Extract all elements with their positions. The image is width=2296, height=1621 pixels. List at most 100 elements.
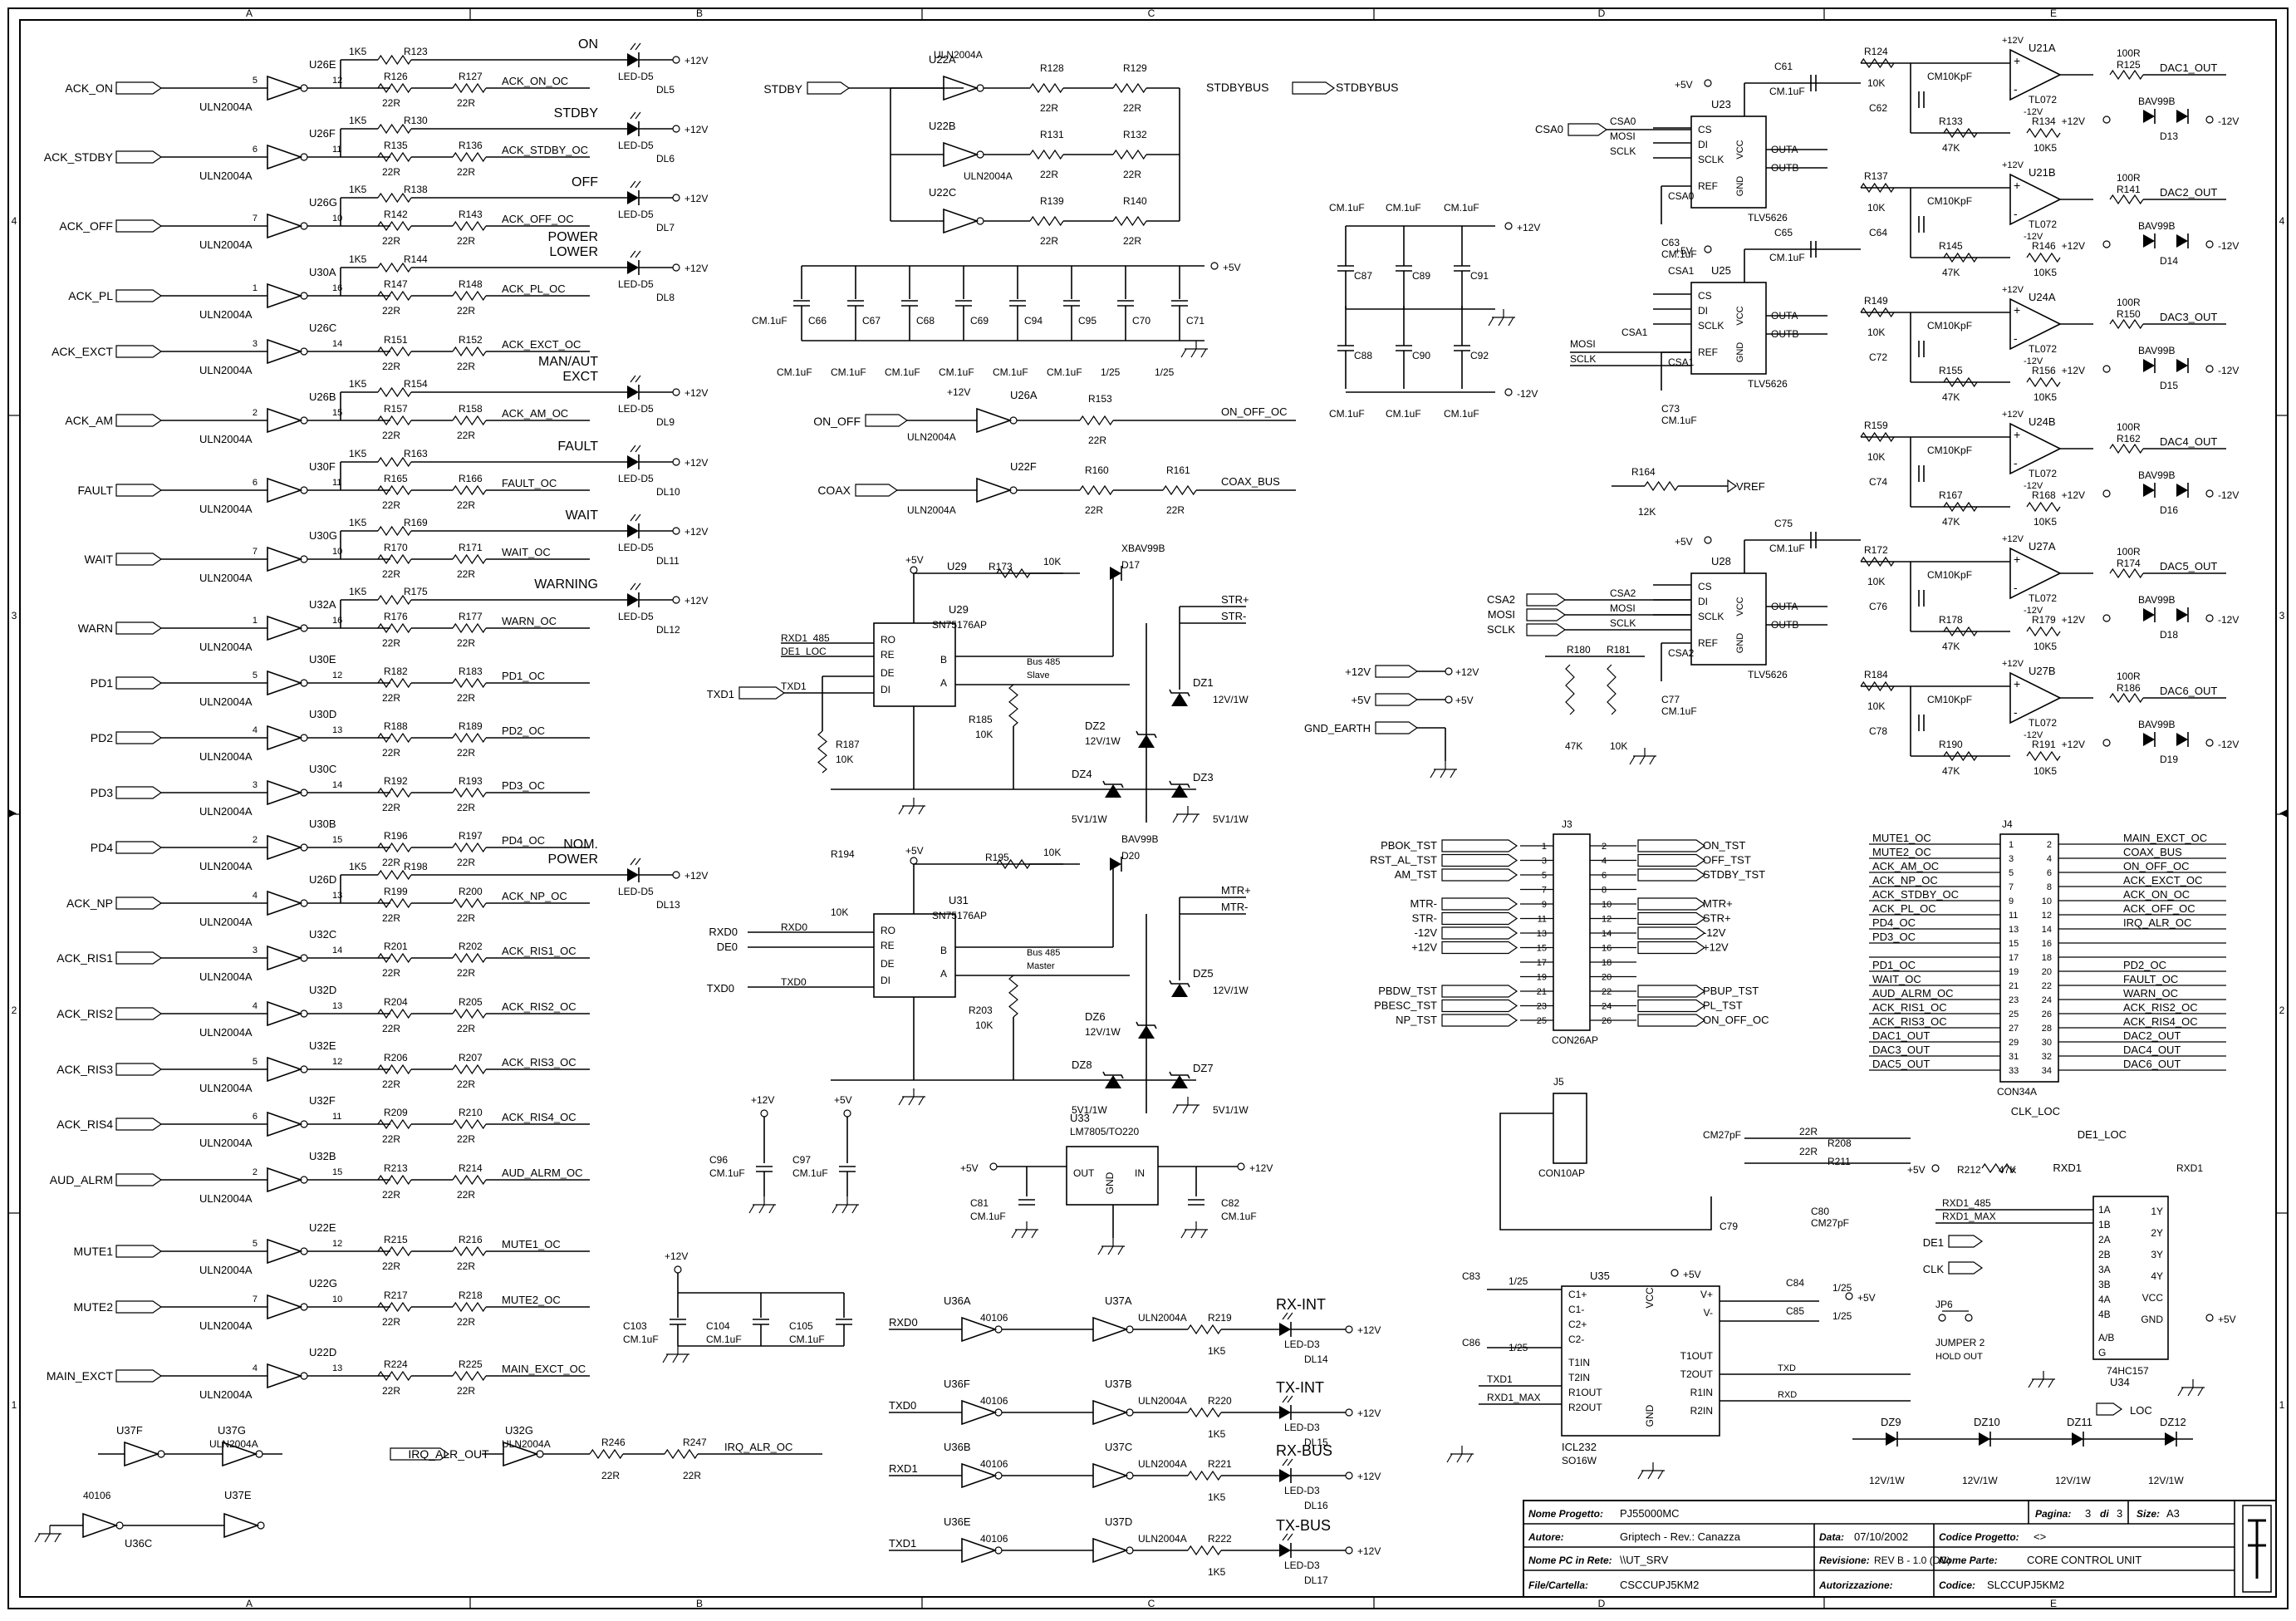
resistor-value: 10K [975, 729, 993, 740]
net-label: CSA1 [1668, 356, 1695, 368]
pin-number: 20 [1602, 973, 1612, 983]
net-label: AUD_ALRM_OC [1872, 987, 1954, 1000]
part-label: LED-D3 [1284, 1560, 1320, 1571]
supply-terminal [672, 596, 680, 604]
resistor [1860, 182, 1895, 194]
pin-number: 16 [332, 616, 342, 626]
pin-label: 4B [2098, 1309, 2111, 1320]
pin-label: 1B [2098, 1219, 2111, 1230]
pin-number: 9 [2009, 896, 2014, 906]
resistor [1981, 1162, 2016, 1174]
part-label: LM7805/TO220 [1070, 1126, 1139, 1137]
top-zone-label: E [2050, 7, 2057, 19]
resistor-value: 10K5 [2034, 142, 2057, 154]
net-label: MTR+ [1703, 897, 1733, 910]
resistor [1079, 415, 1114, 426]
title-field-label: Nome Progetto: [1528, 1508, 1603, 1520]
resistor-value: 22R [457, 967, 475, 979]
dac-body [1690, 572, 1767, 666]
resistor-a [377, 1008, 412, 1019]
terminal [1965, 1314, 1973, 1322]
supply-label: +12V [665, 1250, 688, 1262]
terminal [1345, 1471, 1353, 1480]
resistor-ref: R165 [384, 473, 408, 484]
port-arrow [2096, 1402, 2123, 1416]
part-label: ULN2004A [199, 101, 253, 113]
part-label: SO16W [1562, 1455, 1597, 1466]
net-label: MTR+ [1221, 884, 1251, 896]
supply-terminal [672, 871, 680, 879]
inverter-symbol [976, 477, 1013, 503]
zener-ref: DZ3 [1193, 771, 1214, 783]
resistor-b [452, 1063, 487, 1075]
side-zone-label: 3 [2279, 610, 2285, 621]
cap-value: CM.1uF [1329, 202, 1365, 214]
supply-label: +12V [684, 124, 708, 135]
uln-inverter [267, 834, 303, 861]
side-zone-label: 1 [2279, 1399, 2285, 1411]
resistor [2109, 443, 2144, 454]
resistor-b [452, 622, 487, 634]
resistor-value: 22R [382, 430, 400, 441]
title-field-label: Nome Parte: [1939, 1555, 1998, 1566]
resistor-value: 22R [457, 1023, 475, 1034]
resistor-value: 1K5 [349, 517, 367, 528]
pin-number: 13 [332, 725, 342, 735]
net-label: ON_OFF_OC [1703, 1014, 1769, 1026]
ref-label: U37E [224, 1489, 252, 1501]
terminal [2205, 240, 2214, 248]
resistor-value: 100R [2117, 172, 2141, 184]
input-net-label: WAIT [85, 553, 114, 566]
resistor-value: 22R [382, 912, 400, 924]
cap-ref: C85 [1786, 1305, 1804, 1317]
port-arrow [1441, 897, 1518, 911]
resistor-ref: R143 [459, 209, 483, 220]
cap-ref: C71 [1186, 315, 1204, 327]
part-label: ULN2004A [199, 1026, 253, 1039]
supply-label: +5V [1857, 1292, 1876, 1304]
side-zone-label: 4 [2279, 215, 2285, 227]
pin-number: 6 [253, 478, 258, 488]
pin-number: 15 [332, 835, 342, 845]
resistor-ref: R207 [459, 1052, 483, 1063]
resistor-value: 22R [382, 1133, 400, 1145]
net-label: CSA0 [1668, 190, 1695, 202]
part-label: ULN2004A [907, 431, 956, 443]
input-net-label: ACK_NP [66, 896, 113, 910]
resistor-ref: R219 [1208, 1312, 1232, 1324]
port-arrow [1441, 985, 1518, 998]
part-label: ULN2004A [199, 308, 253, 321]
resistor-b [452, 1008, 487, 1019]
part-label: XBAV99B [1121, 543, 1165, 554]
input-net-label: MAIN_EXCT [47, 1369, 114, 1383]
zener-icon [1105, 784, 1121, 798]
zener-value: 12V/1W [1085, 1026, 1121, 1038]
pin-number: 6 [1602, 871, 1607, 881]
net-label: ACK_OFF_OC [2123, 902, 2195, 915]
pin-number: 16 [2042, 939, 2052, 949]
input-port [115, 1300, 163, 1314]
supply-label: -12V [2024, 232, 2043, 242]
cap-ref: C87 [1354, 270, 1372, 282]
led-icon [627, 191, 639, 204]
pin-label: B [940, 945, 947, 956]
part-label: LED-D5 [618, 278, 654, 290]
port-arrow [1526, 623, 1567, 636]
resistor-b [452, 82, 487, 94]
led-icon [627, 455, 639, 469]
uln-inverter [267, 477, 303, 503]
ref-label: U21B [2029, 166, 2056, 179]
led-icon [627, 868, 639, 882]
net-label: STR+ [1221, 593, 1249, 606]
u37e-inverter [223, 1512, 260, 1539]
part-label: 74HC157 [2107, 1365, 2149, 1377]
resistor-ref: R139 [1040, 195, 1064, 207]
cap-ref: C78 [1869, 725, 1887, 737]
resistor-value: 22R [382, 1316, 400, 1328]
supply-label: +12V [2002, 160, 2024, 170]
ref-label: U29 [947, 560, 967, 572]
output-net-label: DAC3_OUT [2160, 311, 2217, 323]
resistor-b [452, 553, 487, 565]
resistor-b [452, 842, 487, 853]
